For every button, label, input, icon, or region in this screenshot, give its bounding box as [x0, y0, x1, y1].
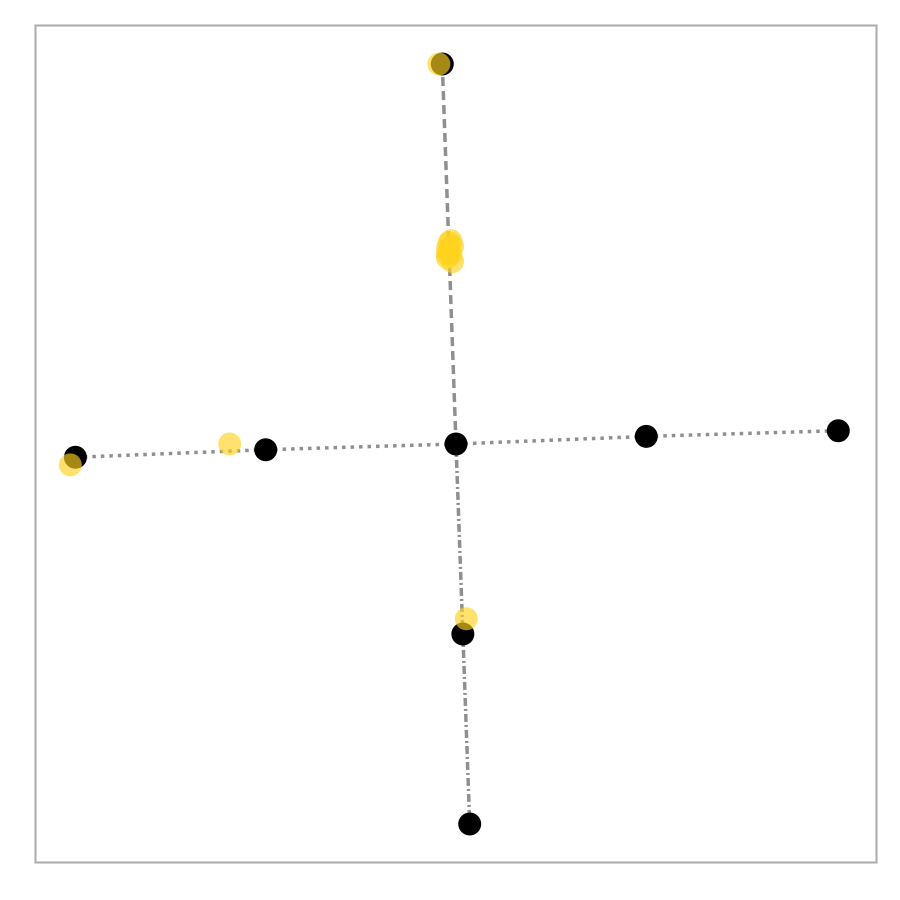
edge-line-4 [447, 253, 458, 445]
edge-line-1 [75, 447, 266, 460]
point-series-1-9 [427, 52, 451, 76]
point-series-1-10 [218, 432, 242, 456]
point-series-0-3 [634, 424, 658, 448]
point-series-0-0 [444, 432, 468, 456]
edge-line-2 [455, 434, 647, 446]
edge-line-5 [440, 63, 451, 255]
plot-frame [34, 24, 878, 864]
edge-lines [75, 63, 839, 825]
point-series-0-4 [826, 419, 850, 443]
point-series-1-11 [58, 453, 82, 477]
point-series-0-1 [254, 438, 278, 462]
edge-line-0 [265, 442, 457, 452]
edge-line-3 [646, 428, 839, 439]
point-series-0-6 [458, 812, 482, 836]
data-points [58, 52, 850, 836]
point-series-1-12 [454, 607, 478, 631]
point-series-1-8 [435, 242, 459, 266]
